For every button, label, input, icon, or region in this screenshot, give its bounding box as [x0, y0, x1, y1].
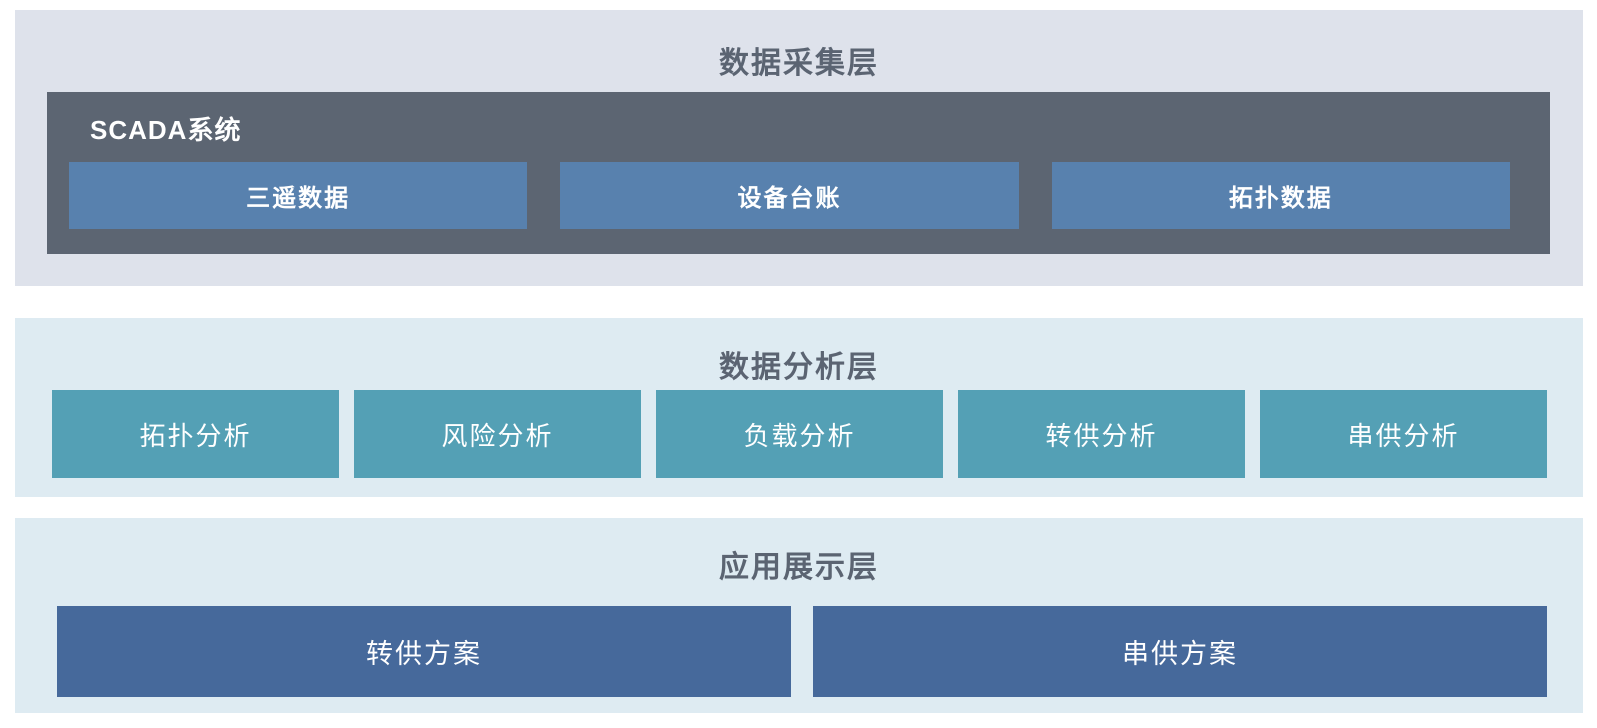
scada-system-label: SCADA系统 [90, 115, 242, 145]
analysis-items-row: 拓扑分析 风险分析 负载分析 转供分析 串供分析 [52, 390, 1547, 478]
analysis-item-serial-supply: 串供分析 [1260, 390, 1547, 478]
application-display-layer-title: 应用展示层 [719, 551, 879, 584]
display-items-row: 转供方案 串供方案 [57, 606, 1547, 697]
analysis-item-load: 负载分析 [656, 390, 943, 478]
analysis-item-topology: 拓扑分析 [52, 390, 339, 478]
scada-system-box: SCADA系统 三遥数据 设备台账 拓扑数据 [47, 92, 1550, 254]
scada-item-telemetry-data: 三遥数据 [69, 162, 528, 229]
analysis-item-transfer-supply: 转供分析 [958, 390, 1245, 478]
data-collection-layer-title: 数据采集层 [719, 47, 879, 80]
application-display-layer: 应用展示层 转供方案 串供方案 [15, 518, 1583, 713]
scada-item-equipment-ledger: 设备台账 [560, 162, 1019, 229]
scada-items-row: 三遥数据 设备台账 拓扑数据 [69, 162, 1510, 229]
data-collection-layer: 数据采集层 SCADA系统 三遥数据 设备台账 拓扑数据 [15, 10, 1583, 286]
data-analysis-layer: 数据分析层 拓扑分析 风险分析 负载分析 转供分析 串供分析 [15, 318, 1583, 497]
scada-item-topology-data: 拓扑数据 [1051, 162, 1510, 229]
display-item-serial-supply-plan: 串供方案 [813, 606, 1547, 697]
analysis-item-risk: 风险分析 [354, 390, 641, 478]
data-analysis-layer-title: 数据分析层 [719, 351, 879, 384]
display-item-transfer-supply-plan: 转供方案 [57, 606, 791, 697]
